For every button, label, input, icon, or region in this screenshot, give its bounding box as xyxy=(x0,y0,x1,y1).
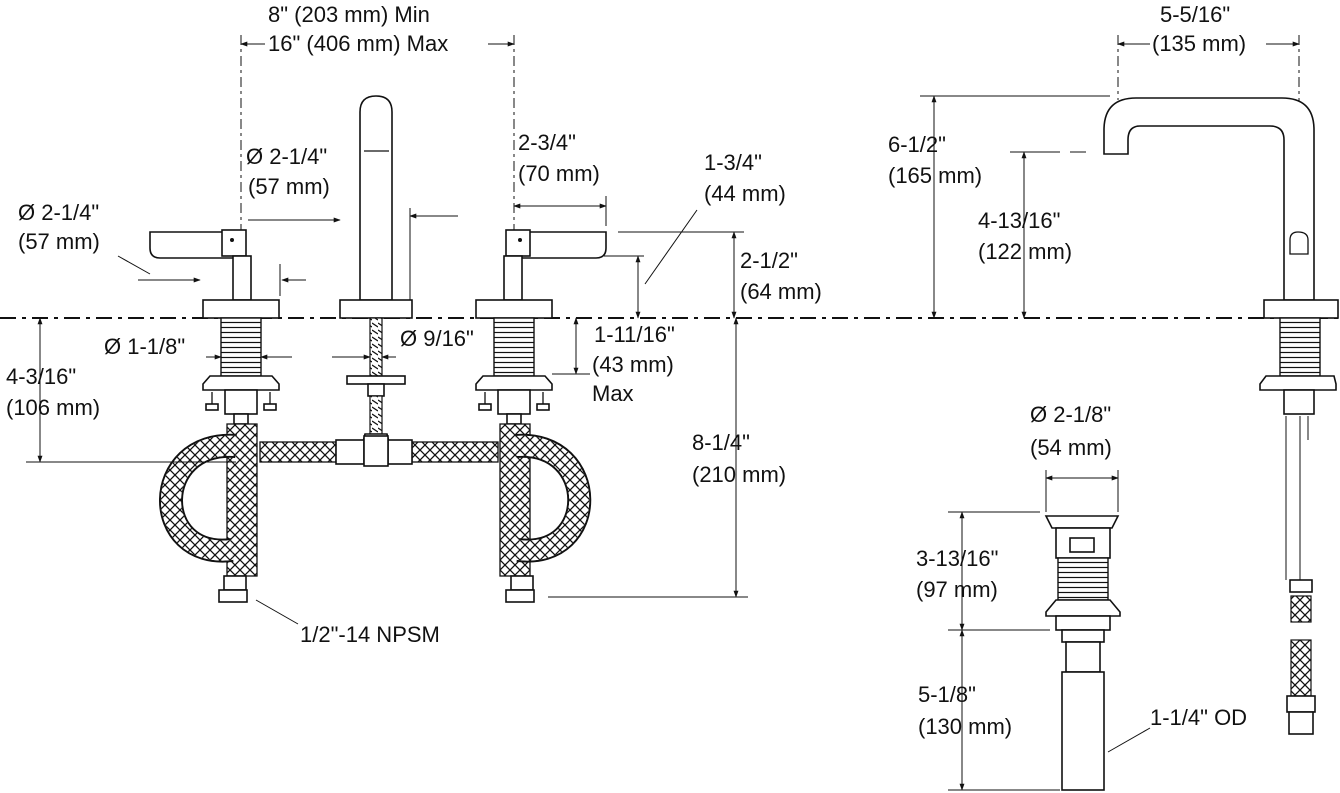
label-handle-total-mm: (64 mm) xyxy=(740,279,822,304)
label-spout-base-dia-in: Ø 2-1/4" xyxy=(246,144,327,169)
label-deck-max-word: Max xyxy=(592,381,634,406)
label-center-max: 16" (406 mm) Max xyxy=(268,31,448,56)
label-total-below-in: 8-1/4" xyxy=(692,430,750,455)
label-tailpiece-od: 1-1/4" OD xyxy=(1150,705,1247,730)
label-below-deck-mm: (106 mm) xyxy=(6,395,100,420)
label-drain-body-in: 3-13/16" xyxy=(916,546,998,571)
dimension-labels: 8" (203 mm) Min 16" (406 mm) Max 5-5/16"… xyxy=(6,2,1247,739)
label-spout-outlet-in: 4-13/16" xyxy=(978,208,1060,233)
label-handle-len-mm: (70 mm) xyxy=(518,161,600,186)
label-deck-max-mm: (43 mm) xyxy=(592,352,674,377)
label-drain-tail-in: 5-1/8" xyxy=(918,682,976,707)
label-connection: 1/2"-14 NPSM xyxy=(300,622,440,647)
label-spout-reach-mm: (135 mm) xyxy=(1152,31,1246,56)
label-spout-height-in: 6-1/2" xyxy=(888,132,946,157)
label-handle-len-in: 2-3/4" xyxy=(518,130,576,155)
label-drain-dia-in: Ø 2-1/8" xyxy=(1030,402,1111,427)
label-handle-height-in: 1-3/4" xyxy=(704,150,762,175)
label-deck-max-in: 1-11/16" xyxy=(594,322,675,347)
label-handle-base-dia-mm: (57 mm) xyxy=(18,229,100,254)
label-shank-dia: Ø 1-1/8" xyxy=(104,334,185,359)
label-drain-body-mm: (97 mm) xyxy=(916,577,998,602)
label-spout-base-dia-mm: (57 mm) xyxy=(248,174,330,199)
label-drain-dia-mm: (54 mm) xyxy=(1030,435,1112,460)
label-handle-height-mm: (44 mm) xyxy=(704,181,786,206)
dimension-lines xyxy=(26,41,1300,791)
label-total-below-mm: (210 mm) xyxy=(692,462,786,487)
label-spout-outlet-mm: (122 mm) xyxy=(978,239,1072,264)
label-below-deck-in: 4-3/16" xyxy=(6,364,76,389)
label-center-min: 8" (203 mm) Min xyxy=(268,2,430,27)
label-handle-total-in: 2-1/2" xyxy=(740,248,798,273)
label-handle-base-dia-in: Ø 2-1/4" xyxy=(18,200,99,225)
label-spout-reach-in: 5-5/16" xyxy=(1160,2,1230,27)
label-spout-height-mm: (165 mm) xyxy=(888,163,982,188)
spout-front xyxy=(339,95,413,459)
pop-up-drain xyxy=(1044,515,1121,791)
label-spout-shank-dia: Ø 9/16" xyxy=(400,326,474,351)
spout-side xyxy=(1103,97,1339,735)
left-handle-front xyxy=(149,229,280,603)
label-drain-tail-mm: (130 mm) xyxy=(918,714,1012,739)
supply-hoses xyxy=(159,433,592,563)
